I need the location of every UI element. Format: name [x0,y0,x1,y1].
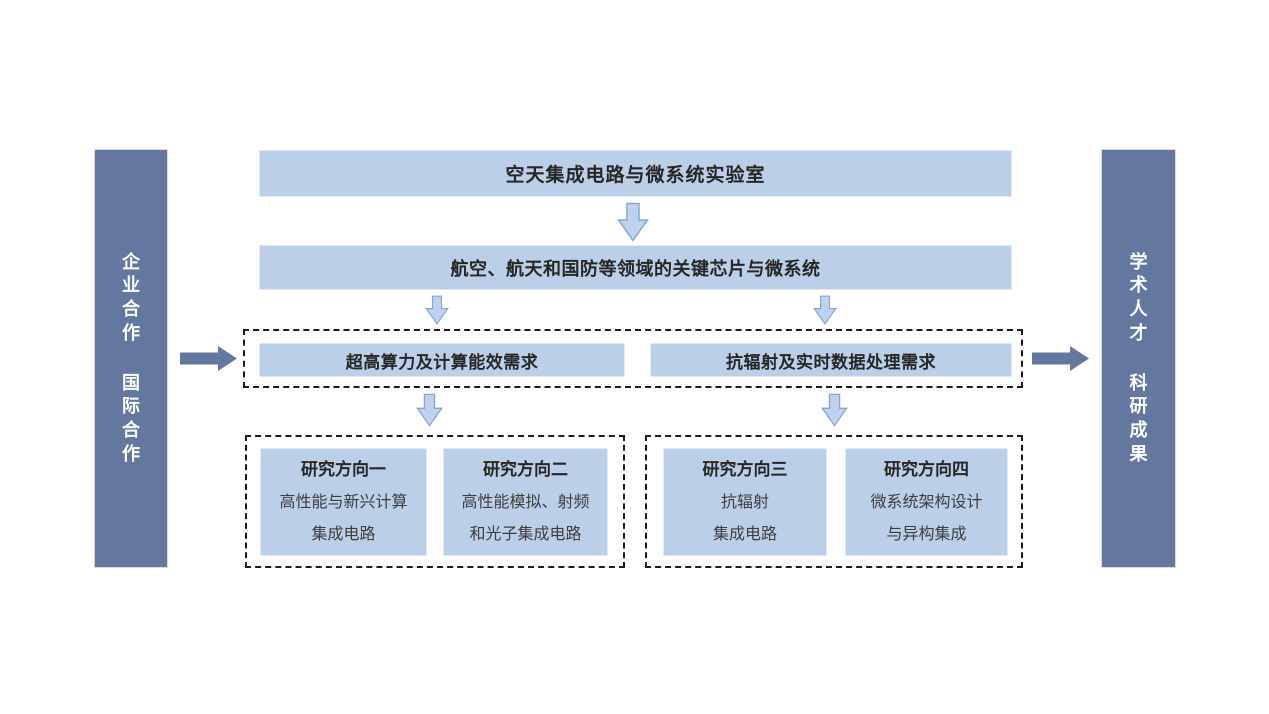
direction-line: 和光子集成电路 [469,526,582,543]
research-direction-card-3: 研究方向三 抗辐射 集成电路 [663,448,827,556]
direction-title: 研究方向一 [301,460,386,479]
direction-line: 高性能模拟、射频 [461,494,590,511]
directions-dashed-group-left [245,435,625,568]
left-cooperation-bar: 企业合作 国际合作 [94,149,168,568]
direction-title: 研究方向三 [702,460,788,479]
direction-line: 微系统架构设计 [870,494,983,511]
direction-line: 集成电路 [712,526,777,543]
direction-line: 集成电路 [311,526,376,543]
down-arrow-icon [813,295,837,325]
application-domain-box: 航空、航天和国防等领域的关键芯片与微系统 [259,245,1012,290]
down-arrow-icon [416,393,443,427]
down-arrow-icon [617,202,649,242]
direction-line: 高性能与新兴计算 [279,494,408,511]
direction-line: 与异构集成 [886,526,967,543]
research-achievements-label: 科研成果 [1129,372,1148,464]
research-direction-card-4: 研究方向四 微系统架构设计 与异构集成 [845,448,1008,556]
right-arrow-icon [180,346,237,371]
right-outcomes-bar: 学术人才 科研成果 [1101,149,1176,568]
research-direction-card-1: 研究方向一 高性能与新兴计算 集成电路 [260,448,427,556]
enterprise-cooperation-label: 企业合作 [122,251,140,343]
need-box-radiation: 抗辐射及实时数据处理需求 [650,343,1012,377]
international-cooperation-label: 国际合作 [122,372,140,464]
direction-title: 研究方向四 [884,460,969,479]
academic-talent-label: 学术人才 [1129,251,1148,343]
research-direction-card-2: 研究方向二 高性能模拟、射频 和光子集成电路 [443,448,608,556]
direction-line: 抗辐射 [720,494,769,511]
down-arrow-icon [821,393,848,427]
need-box-compute: 超高算力及计算能效需求 [259,343,625,377]
right-arrow-icon [1032,346,1089,371]
down-arrow-icon [425,295,449,325]
lab-title-box: 空天集成电路与微系统实验室 [259,150,1012,197]
direction-title: 研究方向二 [483,460,568,479]
directions-dashed-group-right [645,435,1023,568]
needs-dashed-group [243,329,1023,388]
